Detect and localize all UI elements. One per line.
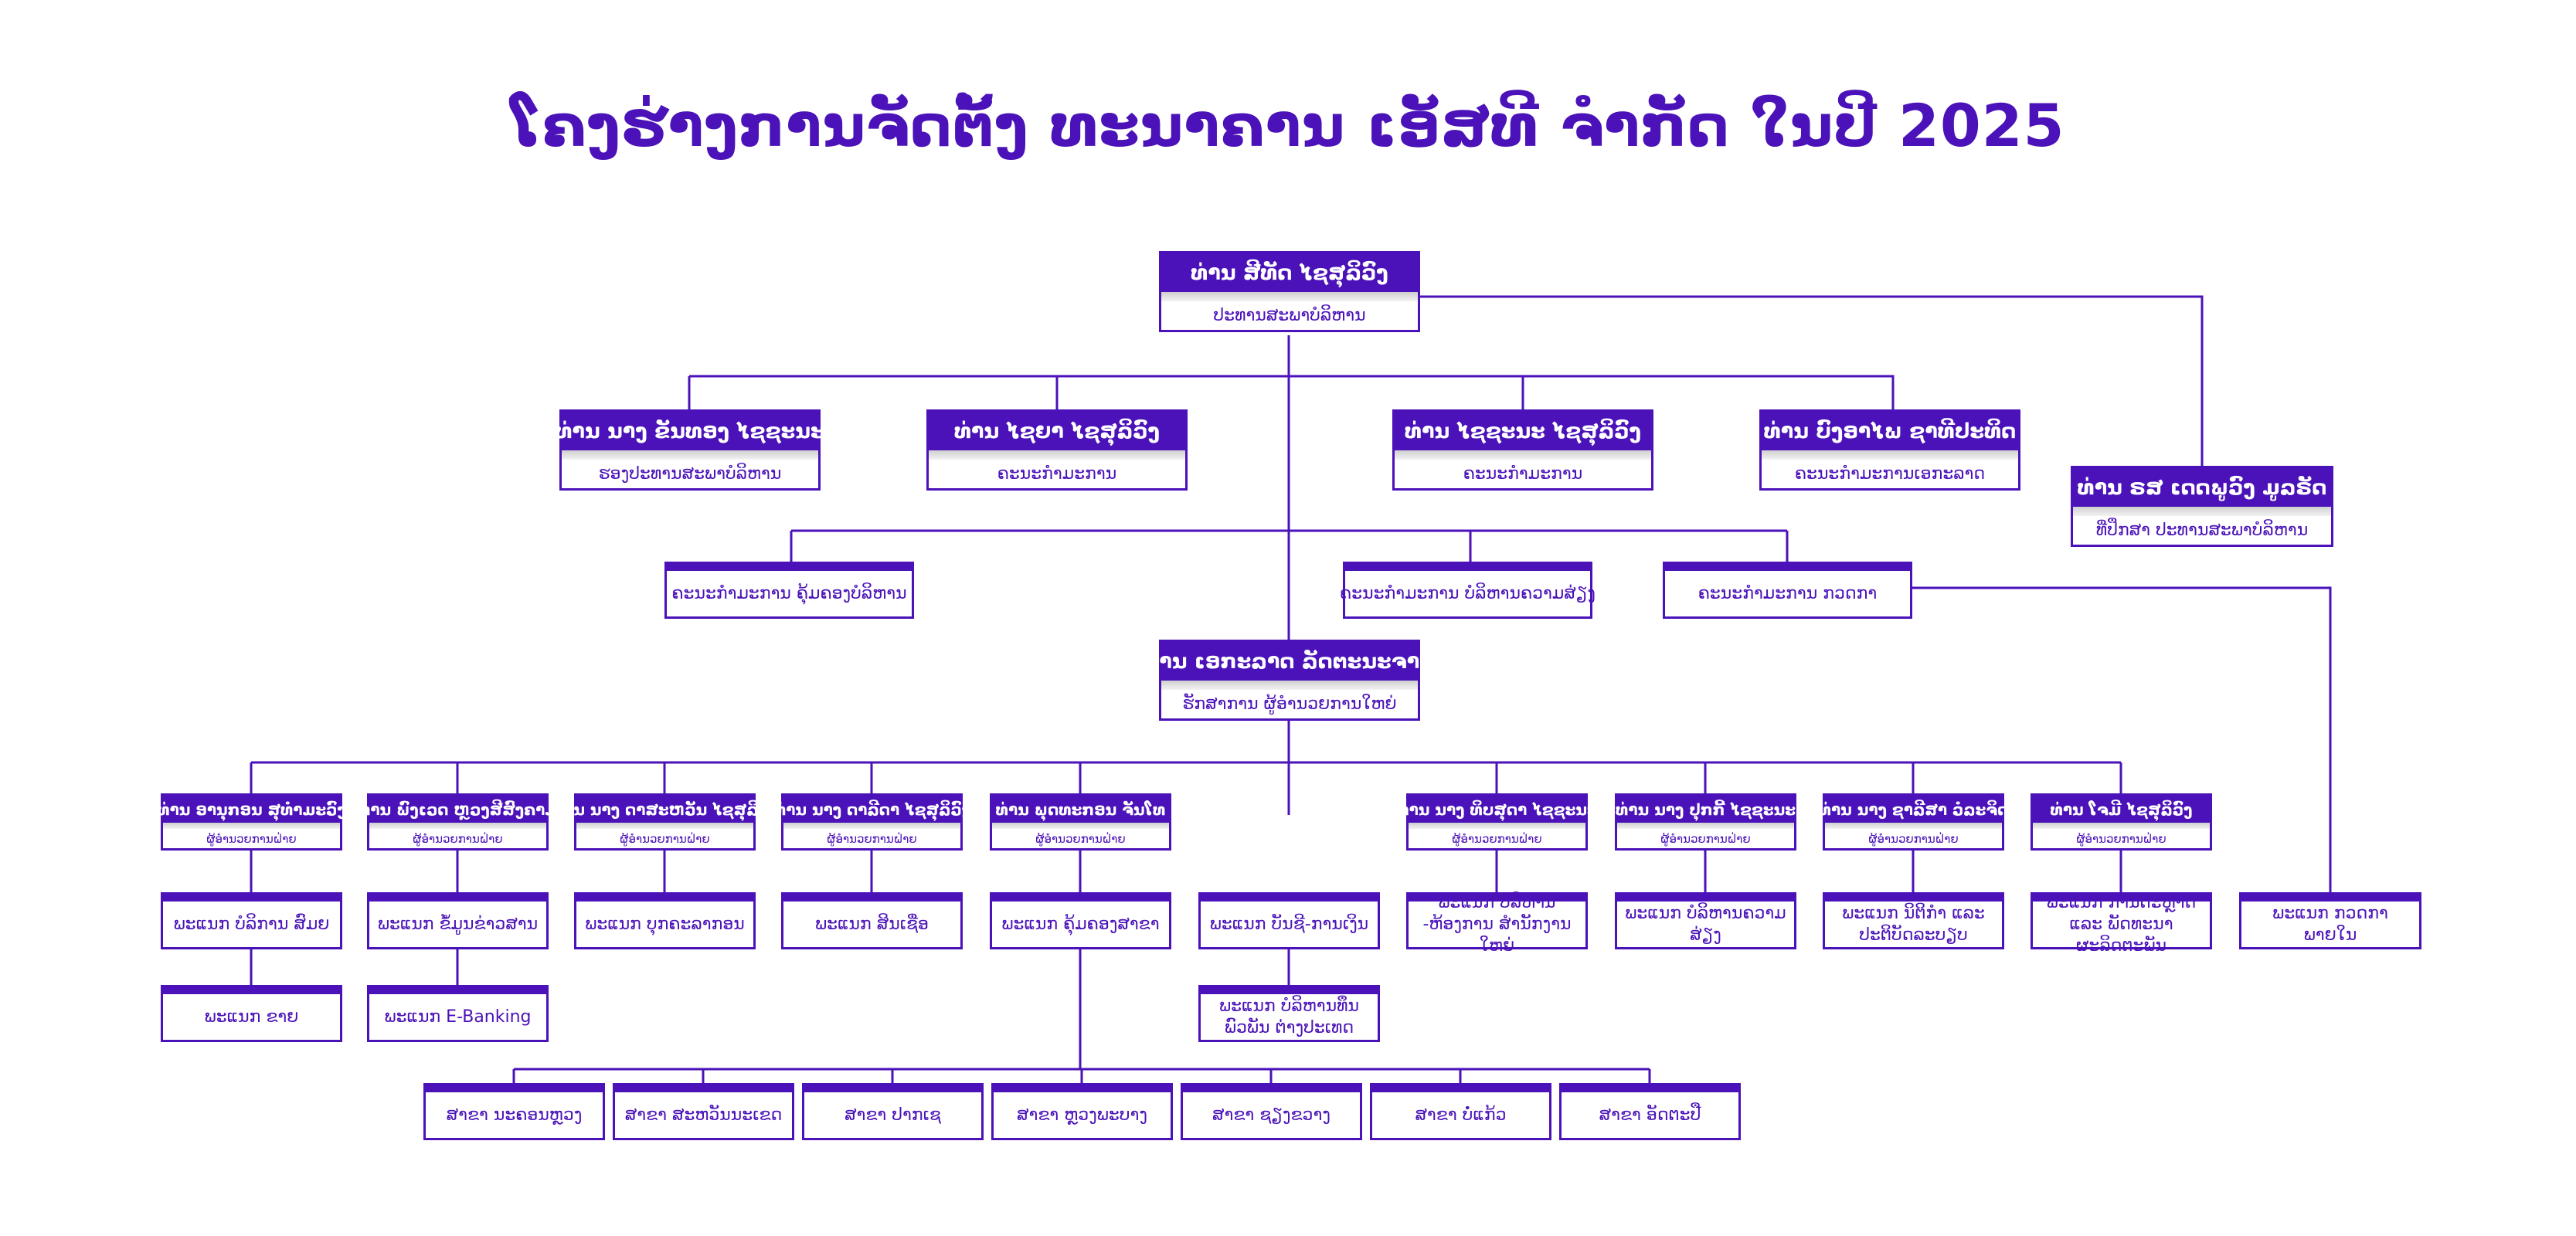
director-name: ທ່ານ ນາງ ປຸກກີ້ ໄຊຊະນະ xyxy=(1616,796,1796,823)
board-member-role: ຄະນະກຳມະການ xyxy=(1463,464,1583,484)
board-member-name: ທ່ານ ບົງອາໄພ ຊາທີປະທິດ xyxy=(1762,412,2018,450)
department-box: ພະແນກ ຄຸ້ມຄອງສາຂາ xyxy=(990,892,1171,949)
branch-box: ສາຂາ ຫຼວງພະບາງ xyxy=(991,1083,1173,1140)
director-role: ຜູ້ອຳນວຍການຝ່າຍ xyxy=(620,831,710,846)
department-box: ພະແນກ ບໍລິຫານຄວາມສ່ຽງ xyxy=(1615,892,1796,949)
committee-box: ຄະນະກຳມະການ ກວດກາ xyxy=(1663,562,1912,619)
board-member-role: ຄະນະກຳມະການເອກະລາດ xyxy=(1794,464,1986,484)
board-member-box: ທ່ານ ບົງອາໄພ ຊາທີປະທິດ ຄະນະກຳມະການເອກະລາ… xyxy=(1759,409,2020,491)
branch-box: ສາຂາ ອັດຕະປື xyxy=(1559,1083,1741,1140)
department-box: ພະແນກ ກວດກາພາຍໃນ xyxy=(2239,892,2421,949)
chart-title: ໂຄງຮ່າງການຈັດຕັ້ງ ທະນາຄານ ເອັສທີ ຈຳກັດ ໃ… xyxy=(511,91,2065,160)
board-member-box: ທ່ານ ໄຊຊະນະ ໄຊສຸລິວົງ ຄະນະກຳມະການ xyxy=(1392,409,1653,491)
director-box: ທ່ານ ພົງເວດ ຫຼວງສີສົງຄາມ ຜູ້ອຳນວຍການຝ່າຍ xyxy=(358,793,558,851)
branch-box: ສາຂາ ປາກເຊ xyxy=(802,1083,984,1140)
ceo-name: ທ່ານ ເອກະລາດ ລັດຕະນະຈາມ xyxy=(1142,642,1437,681)
chairman-box: ທ່ານ ສີທັດ ໄຊສຸລິວົງ ປະທານສະພາບໍລິຫານ xyxy=(1159,251,1420,332)
director-name: ທ່ານ ພົງເວດ ຫຼວງສີສົງຄາມ xyxy=(358,796,558,823)
advisor-name: ທ່ານ ຣສ ເດດພູວົງ ມູລຣັດ xyxy=(2073,468,2331,507)
director-role: ຜູ້ອຳນວຍການຝ່າຍ xyxy=(827,831,917,846)
sub-department-box: ພະແນກ ບໍລິຫານທຶນ ພົວພັນ ຕ່າງປະເທດ xyxy=(1198,985,1380,1042)
director-role: ຜູ້ອຳນວຍການຝ່າຍ xyxy=(1452,831,1542,846)
director-box: ທ່ານ ນາງ ປຸກກີ້ ໄຊຊະນະ ຜູ້ອຳນວຍການຝ່າຍ xyxy=(1615,793,1796,851)
board-member-role: ຄະນະກຳມະການ xyxy=(997,464,1117,484)
department-box: ພະແນກ ບໍລິການ ສົມຍ xyxy=(161,892,342,949)
director-box: ທ່ານ ນາງ ຊາລີສາ ວໍລະຈິດ ຜູ້ອຳນວຍການຝ່າຍ xyxy=(1819,793,2008,851)
director-box: ທ່ານ ນາງ ທິບສຸດາ ໄຊຊະນະ ຜູ້ອຳນວຍການຝ່າຍ xyxy=(1396,793,1598,851)
chairman-name: ທ່ານ ສີທັດ ໄຊສຸລິວົງ xyxy=(1161,253,1418,292)
director-name: ທ່ານ ນາງ ດາສະຫວັນ ໄຊສຸລິວົງ xyxy=(552,796,778,823)
director-box: ທ່ານ ອານຸກອນ ສຸທຳມະວົງ ຜູ້ອຳນວຍການຝ່າຍ xyxy=(157,793,346,851)
branch-box: ສາຂາ ນະຄອນຫຼວງ xyxy=(423,1083,605,1140)
advisor-role: ທີ່ປຶກສາ ປະທານສະພາບໍລິຫານ xyxy=(2095,521,2309,540)
department-box: ພະແນກ ບໍລິຫານ -ຫ້ອງການ ສຳນັກງານໃຫຍ່ xyxy=(1406,892,1588,956)
board-member-name: ທ່ານ ໄຊຊະນະ ໄຊສຸລິວົງ xyxy=(1395,412,1651,450)
board-member-box: ທ່ານ ນາງ ຂັນທອງ ໄຊຊະນະ ຮອງປະທານສະພາບໍລິຫ… xyxy=(555,409,825,491)
advisor-box: ທ່ານ ຣສ ເດດພູວົງ ມູລຣັດ ທີ່ປຶກສາ ປະທານສະ… xyxy=(2071,466,2333,547)
director-name: ທ່ານ ນາງ ດາລີດາ ໄຊສຸລິວົງ xyxy=(773,796,970,823)
department-box: ພະແນກ ນິຕິກຳ ແລະ ປະຕິບັດລະບຽບ xyxy=(1823,892,2004,949)
director-name: ທ່ານ ນາງ ຊາລີສາ ວໍລະຈິດ xyxy=(1819,796,2008,823)
branch-box: ສາຂາ ສະຫວັນນະເຂດ xyxy=(613,1083,794,1140)
director-name: ທ່ານ ໂຈມີ ໄຊສຸລິວົງ xyxy=(2033,796,2210,823)
board-member-role: ຮອງປະທານສະພາບໍລິຫານ xyxy=(598,464,782,484)
director-name: ທ່ານ ພຸດທະກອນ ຈັນໂທ xyxy=(992,796,1169,823)
department-box: ພະແນກ ການຕະຫຼາດ ແລະ ພັດທະນາຜະລິດຕະພັນ xyxy=(2031,892,2212,956)
director-role: ຜູ້ອຳນວຍການຝ່າຍ xyxy=(1868,831,1959,846)
ceo-role: ຮັກສາການ ຜູ້ອຳນວຍການໃຫຍ່ xyxy=(1182,694,1397,714)
director-box: ທ່ານ ນາງ ດາສະຫວັນ ໄຊສຸລິວົງ ຜູ້ອຳນວຍການຝ… xyxy=(552,793,778,851)
director-role: ຜູ້ອຳນວຍການຝ່າຍ xyxy=(206,831,297,846)
chairman-role: ປະທານສະພາບໍລິຫານ xyxy=(1213,306,1366,325)
director-box: ທ່ານ ນາງ ດາລີດາ ໄຊສຸລິວົງ ຜູ້ອຳນວຍການຝ່າ… xyxy=(773,793,970,851)
department-box: ພະແນກ ຂໍ້ມູນຂ່າວສານ xyxy=(367,892,549,949)
department-box: ພະແນກ ສິນເຊື່ອ xyxy=(781,892,963,949)
sub-department-box: ພະແນກ E-Banking xyxy=(367,985,549,1042)
board-member-box: ທ່ານ ໄຊຍາ ໄຊສຸລິວົງ ຄະນະກຳມະການ xyxy=(926,409,1188,491)
director-role: ຜູ້ອຳນວຍການຝ່າຍ xyxy=(2076,831,2166,846)
director-name: ທ່ານ ອານຸກອນ ສຸທຳມະວົງ xyxy=(157,796,346,823)
director-role: ຜູ້ອຳນວຍການຝ່າຍ xyxy=(1660,831,1751,846)
director-box: ທ່ານ ໂຈມີ ໄຊສຸລິວົງ ຜູ້ອຳນວຍການຝ່າຍ xyxy=(2031,793,2212,851)
branch-box: ສາຂາ ຊຽງຂວາງ xyxy=(1181,1083,1362,1140)
department-box: ພະແນກ ບັນຊີ-ການເງິນ xyxy=(1198,892,1380,949)
branch-box: ສາຂາ ບໍ່ແກ້ວ xyxy=(1370,1083,1551,1140)
director-box: ທ່ານ ພຸດທະກອນ ຈັນໂທ ຜູ້ອຳນວຍການຝ່າຍ xyxy=(990,793,1171,851)
sub-department-box: ພະແນກ ຂາຍ xyxy=(161,985,342,1042)
board-member-name: ທ່ານ ນາງ ຂັນທອງ ໄຊຊະນະ xyxy=(555,412,825,450)
board-member-name: ທ່ານ ໄຊຍາ ໄຊສຸລິວົງ xyxy=(929,412,1185,450)
director-name: ທ່ານ ນາງ ທິບສຸດາ ໄຊຊະນະ xyxy=(1396,796,1598,823)
committee-box: ຄະນະກຳມະການ ຄຸ້ມຄອງບໍລິຫານ xyxy=(664,562,914,619)
ceo-box: ທ່ານ ເອກະລາດ ລັດຕະນະຈາມ ຮັກສາການ ຜູ້ອຳນວ… xyxy=(1142,640,1437,721)
department-box: ພະແນກ ບຸກຄະລາກອນ xyxy=(574,892,756,949)
director-role: ຜູ້ອຳນວຍການຝ່າຍ xyxy=(1035,831,1126,846)
director-role: ຜູ້ອຳນວຍການຝ່າຍ xyxy=(413,831,503,846)
committee-box: ຄະນະກຳມະການ ບໍລິຫານຄວາມສ່ຽງ xyxy=(1340,562,1596,619)
